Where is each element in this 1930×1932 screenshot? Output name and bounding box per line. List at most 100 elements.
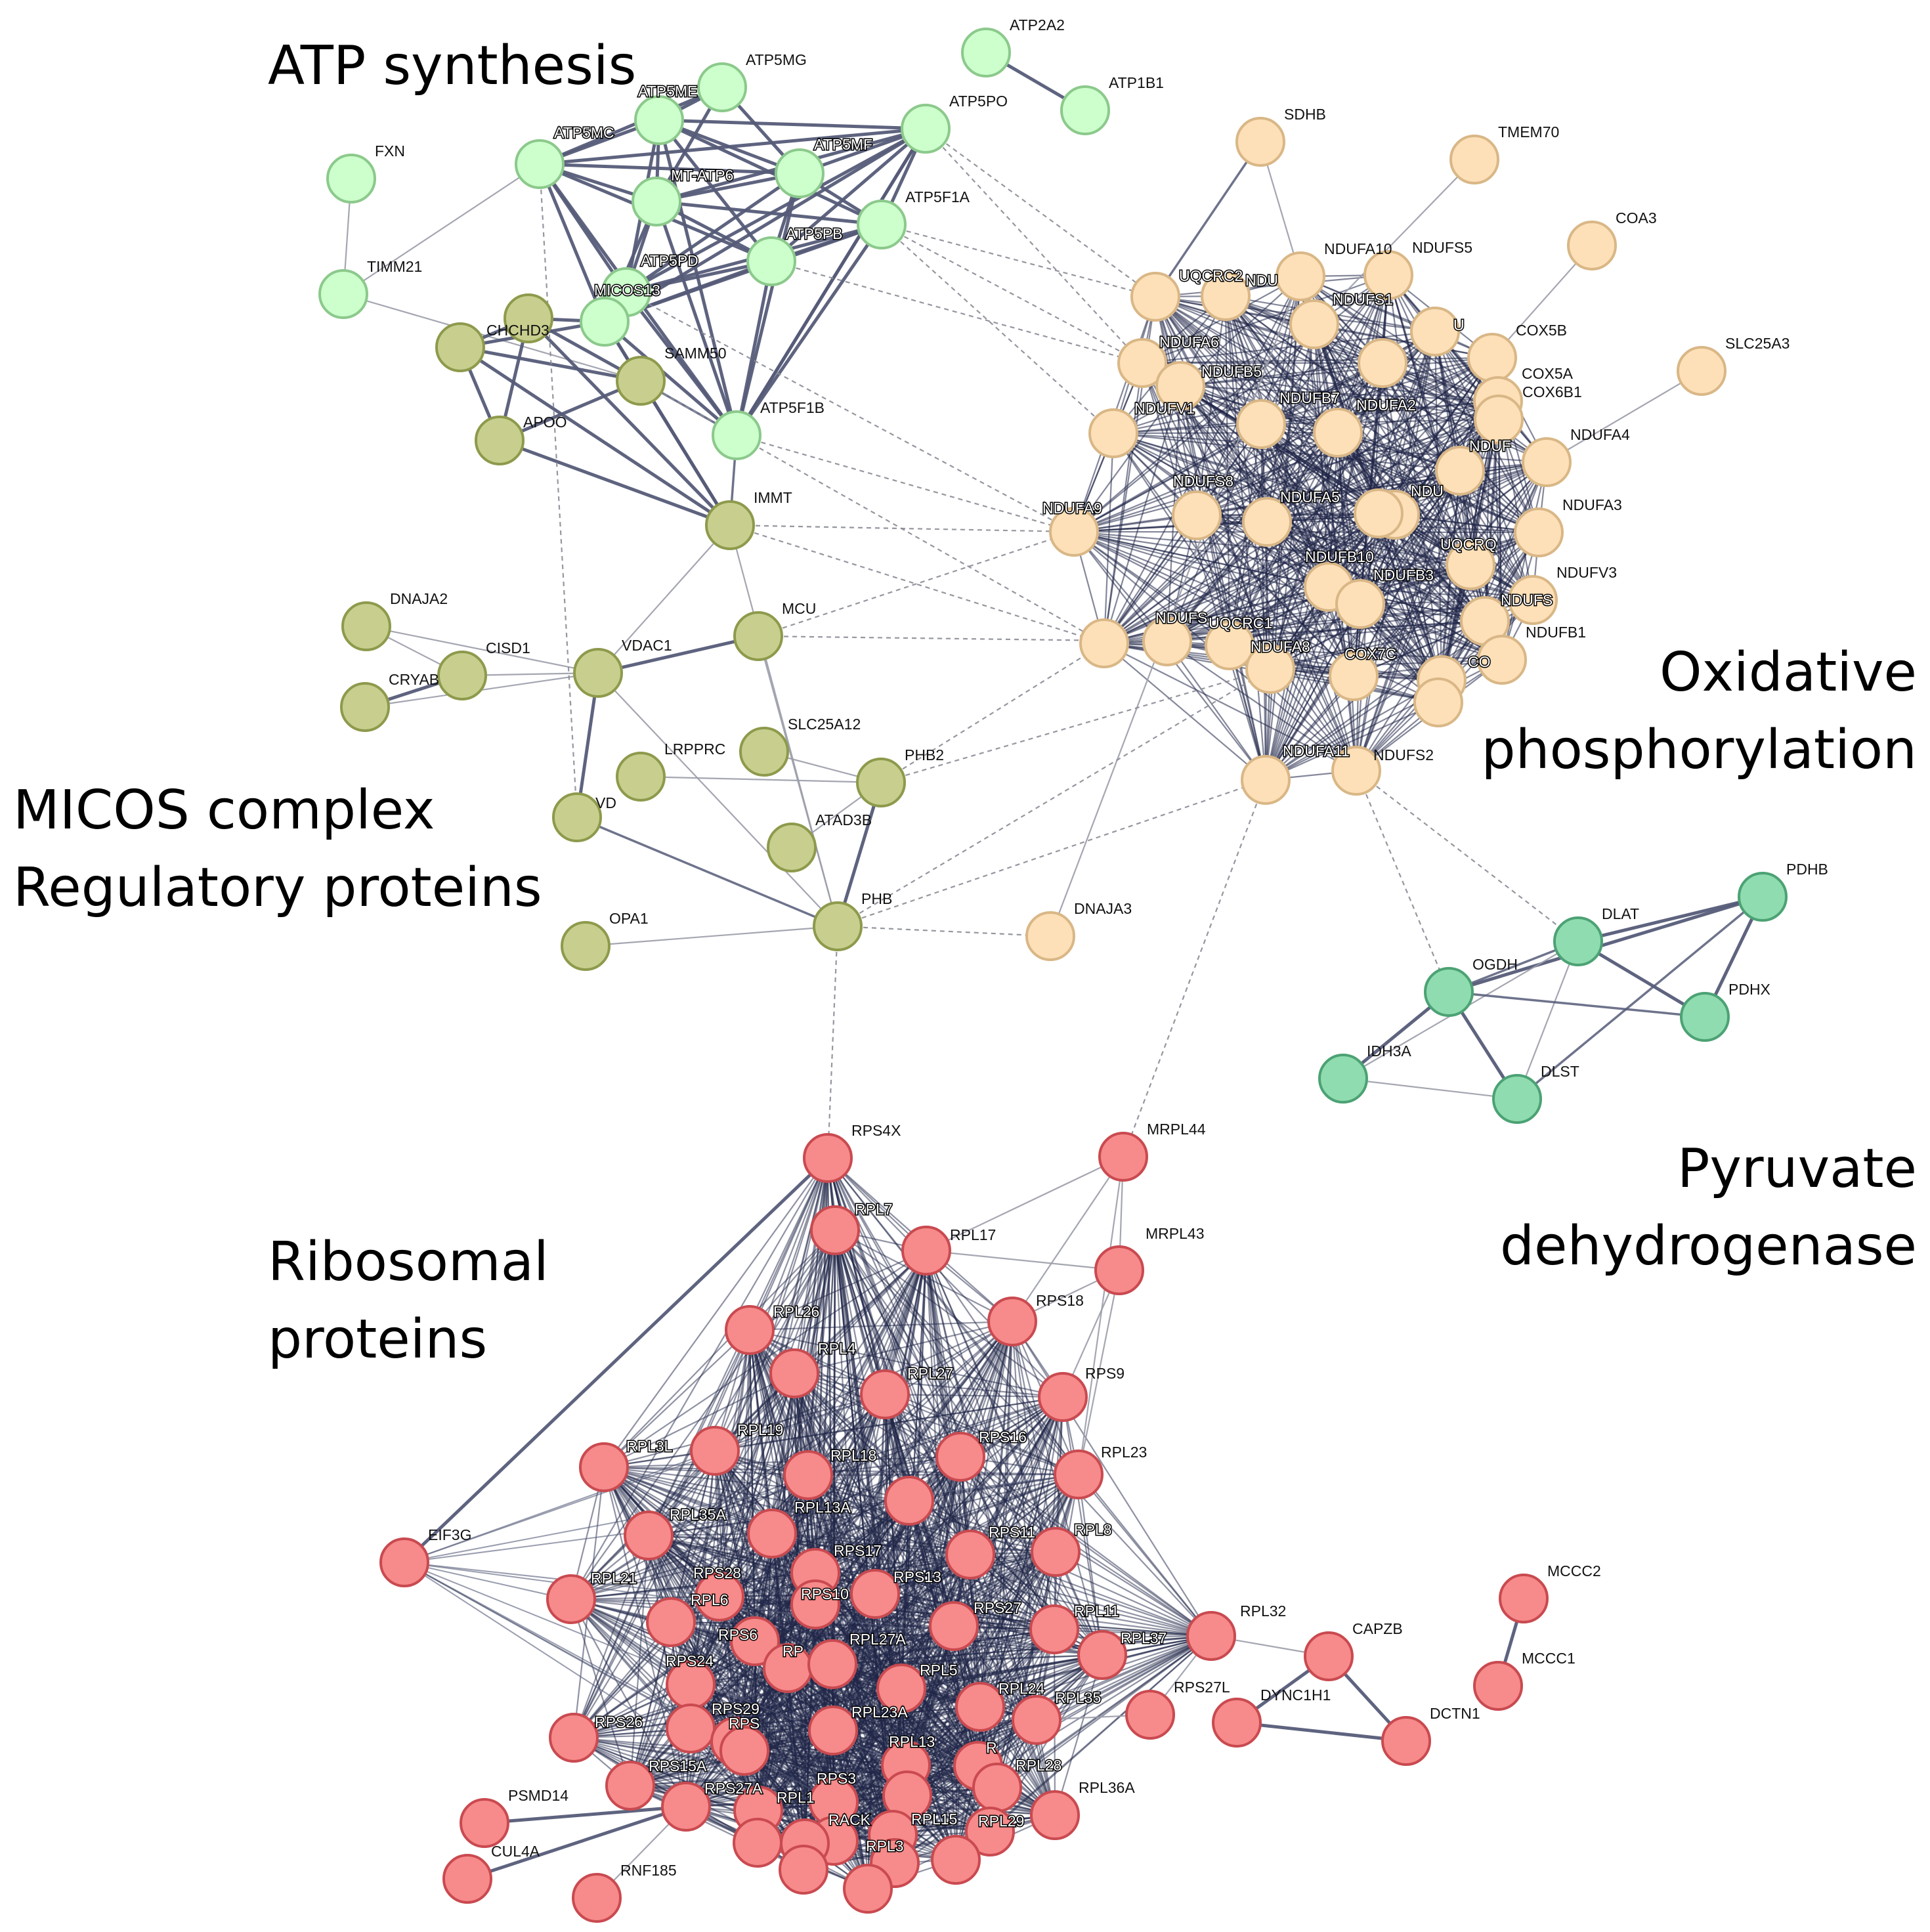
node-dync1h1[interactable] (1212, 1698, 1262, 1748)
node-ndufa6[interactable] (1117, 338, 1167, 388)
node-idh3a[interactable] (1318, 1054, 1368, 1104)
node-lrpprc[interactable] (616, 752, 666, 802)
node-rpl27a[interactable] (807, 1639, 857, 1689)
node-mrpl43[interactable] (1094, 1245, 1144, 1295)
node-ndufa9[interactable] (1049, 507, 1099, 557)
node-ndufa11[interactable] (1241, 755, 1291, 805)
node-rps13[interactable] (850, 1569, 900, 1619)
node-uqcrc1[interactable] (1205, 620, 1254, 670)
node-vdac[interactable] (552, 792, 602, 842)
node-psmd14[interactable] (460, 1798, 509, 1848)
node-rpl35[interactable] (1012, 1695, 1062, 1745)
node-atp1b1[interactable] (1060, 85, 1110, 135)
node-uq_b[interactable] (1410, 307, 1460, 356)
node-cox7c[interactable] (1329, 651, 1379, 701)
node-rpl28[interactable] (972, 1763, 1022, 1813)
node-rpl13a[interactable] (747, 1509, 797, 1558)
node-ndufv1[interactable] (1088, 408, 1138, 458)
node-rpl17[interactable] (901, 1226, 951, 1276)
node-atp5f1a[interactable] (857, 200, 907, 249)
node-atp2a2[interactable] (961, 28, 1011, 77)
node-ndufb7[interactable] (1236, 399, 1286, 449)
node-immt[interactable] (705, 500, 755, 550)
node-dlat[interactable] (1553, 916, 1603, 966)
node-atad3b[interactable] (767, 823, 817, 872)
node-rps16[interactable] (935, 1432, 985, 1482)
node-ndufs_c[interactable] (1435, 446, 1485, 496)
node-dlst[interactable] (1492, 1074, 1542, 1124)
node-rpl35a[interactable] (624, 1511, 674, 1560)
node-ogdh[interactable] (1424, 967, 1474, 1017)
node-ox_x1[interactable] (1358, 338, 1407, 388)
node-eif3g[interactable] (379, 1537, 429, 1587)
node-rpl8[interactable] (1031, 1527, 1081, 1577)
node-ri_x7[interactable] (931, 1835, 981, 1885)
node-pdhb[interactable] (1738, 872, 1788, 922)
node-cox6b1[interactable] (1474, 395, 1524, 444)
node-rps10[interactable] (790, 1579, 840, 1629)
node-ndufa5[interactable] (1242, 497, 1292, 547)
node-timm21[interactable] (318, 269, 368, 319)
node-pdhx[interactable] (1680, 992, 1730, 1042)
node-rps28[interactable] (695, 1572, 744, 1621)
node-rpl19[interactable] (690, 1426, 740, 1476)
node-uqcrq[interactable] (1446, 540, 1495, 590)
node-ri_x9[interactable] (843, 1864, 893, 1914)
node-uqcrc2[interactable] (1130, 272, 1180, 322)
node-rps27a[interactable] (661, 1782, 711, 1832)
node-phb[interactable] (813, 901, 863, 951)
node-dnaja3[interactable] (1025, 911, 1075, 961)
node-rnf185[interactable] (572, 1873, 622, 1923)
node-rpl23[interactable] (1054, 1449, 1104, 1499)
node-atp5mc[interactable] (515, 139, 565, 189)
node-rpl5[interactable] (876, 1664, 926, 1713)
node-mrpl44[interactable] (1098, 1132, 1148, 1182)
node-ri_x6[interactable] (733, 1818, 783, 1868)
node-ndufb3[interactable] (1335, 579, 1385, 629)
node-ndufa8[interactable] (1245, 644, 1295, 694)
node-ndufa4[interactable] (1522, 437, 1572, 487)
node-cul4a[interactable] (442, 1854, 492, 1904)
node-atp5f1b[interactable] (712, 410, 761, 460)
node-cisd1[interactable] (437, 651, 487, 700)
node-apoo[interactable] (475, 416, 525, 465)
node-opa1[interactable] (561, 921, 611, 971)
node-mt-atp6[interactable] (632, 177, 681, 226)
node-rpl4[interactable] (769, 1348, 819, 1398)
node-rps18[interactable] (987, 1297, 1037, 1346)
node-dnaja2[interactable] (341, 601, 391, 651)
node-rpl32[interactable] (1186, 1611, 1236, 1661)
node-rps29[interactable] (666, 1704, 716, 1753)
node-rpl11[interactable] (1029, 1604, 1079, 1654)
node-phb2[interactable] (856, 758, 906, 807)
node-mcu[interactable] (733, 611, 783, 661)
node-ox_x3[interactable] (1079, 618, 1129, 668)
node-ox_x2[interactable] (1354, 488, 1404, 538)
node-atp5po[interactable] (901, 104, 951, 154)
node-rps11[interactable] (945, 1530, 995, 1579)
node-rps27[interactable] (929, 1601, 979, 1651)
node-ndufa2[interactable] (1313, 408, 1363, 458)
node-ndufs5[interactable] (1363, 250, 1413, 300)
node-rpl24[interactable] (955, 1682, 1005, 1732)
node-ndufs8[interactable] (1172, 490, 1222, 540)
node-rpl3l[interactable] (579, 1442, 629, 1492)
node-slc25a3[interactable] (1677, 346, 1726, 396)
node-ndufv3[interactable] (1508, 575, 1558, 625)
node-rps15a[interactable] (605, 1761, 655, 1811)
node-dctn1[interactable] (1381, 1716, 1431, 1766)
node-atp5mf[interactable] (775, 148, 825, 198)
node-mccc1[interactable] (1473, 1661, 1523, 1711)
node-ri_x1[interactable] (884, 1476, 934, 1526)
node-rpl6[interactable] (646, 1597, 696, 1647)
node-ndufb1[interactable] (1477, 635, 1527, 685)
node-rpl29[interactable] (965, 1807, 1015, 1857)
node-cox5b[interactable] (1467, 333, 1517, 383)
node-ndufa10[interactable] (1276, 251, 1325, 301)
node-rps4x[interactable] (803, 1133, 853, 1183)
node-micos13[interactable] (580, 297, 630, 347)
node-rpl27[interactable] (860, 1369, 910, 1419)
node-rpl36a[interactable] (1030, 1790, 1080, 1840)
node-coa3[interactable] (1567, 221, 1617, 270)
node-rpl7[interactable] (810, 1205, 860, 1255)
